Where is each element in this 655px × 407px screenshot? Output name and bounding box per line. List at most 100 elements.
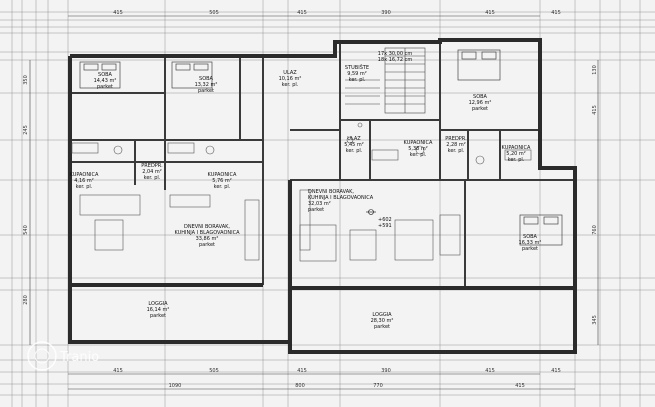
room-label-line: PREDPR. <box>445 136 467 142</box>
dimension-label: 415 <box>113 368 123 374</box>
room-label-line: ker. pl. <box>144 175 161 181</box>
room-label-line: PREDPR. <box>141 163 163 169</box>
room-label-line: 5,76 m² <box>212 178 232 184</box>
room-label-line: LOGGIA <box>372 312 392 318</box>
dimension-lines <box>29 15 599 390</box>
room-label-line: parket <box>198 88 214 94</box>
room-label-line: KUPAONICA <box>404 140 433 146</box>
dimension-label: 415 <box>592 105 598 115</box>
room-label-line: LOGGIA <box>148 301 168 307</box>
partition-walls <box>70 40 575 288</box>
room-label-line: ker. pl. <box>448 148 465 154</box>
room-label-line: 32,03 m² <box>308 201 331 207</box>
room-label-line: ULAZ <box>283 70 297 76</box>
room-label-line: DNEVNI BORAVAK, <box>184 224 230 230</box>
dimension-label: 800 <box>295 383 305 389</box>
room-label-line: 16,14 m² <box>147 307 170 313</box>
room-label-line: KUHINJA I BLAGOVAONICA <box>174 230 240 236</box>
room-label-line: 13,32 m² <box>195 82 218 88</box>
room-label-line: DNEVNI BORAVAK, <box>308 189 354 195</box>
room-label-line: 33,86 m² <box>196 236 219 242</box>
exterior-walls <box>68 38 577 354</box>
room-label-line: 2,28 m² <box>446 142 466 148</box>
room-label-line: 5,20 m² <box>506 151 526 157</box>
room-label-line: SOBA <box>199 76 214 82</box>
room-label-line: ker. pl. <box>282 82 299 88</box>
room-label-line: 28,30 m² <box>371 318 394 324</box>
room-label-line: parket <box>150 313 166 319</box>
room-label-line: ker. pl. <box>346 148 363 154</box>
room-label-line: KUPAONICA <box>70 172 99 178</box>
room-label-line: parket <box>199 242 215 248</box>
level-mark-upper: +602 <box>378 217 392 223</box>
room-label-line: KUPAONICA <box>502 145 531 151</box>
staircase <box>345 47 426 114</box>
dimension-label: 390 <box>381 368 391 374</box>
level-mark: +602 +591 <box>366 209 392 229</box>
dimension-label: 505 <box>209 10 219 16</box>
room-label-line: parket <box>472 106 488 112</box>
dimension-label: 415 <box>485 10 495 16</box>
room-label-line: KUPAONICA <box>208 172 237 178</box>
bathroom-fixtures <box>71 122 532 165</box>
dimension-label: 350 <box>23 75 29 85</box>
watermark-logo-icon <box>27 341 57 371</box>
bed-icons <box>79 49 563 246</box>
dimension-label: 415 <box>551 368 561 374</box>
watermark: Tranio <box>27 341 99 371</box>
dimension-label: 390 <box>381 10 391 16</box>
room-label-line: ker. pl. <box>76 184 93 190</box>
dimension-label: 415 <box>113 10 123 16</box>
room-label-line: ker. pl. <box>410 152 427 158</box>
room-label-line: 9,59 m² <box>347 71 367 77</box>
watermark-text: Tranio <box>59 350 99 365</box>
room-label-line: SOBA <box>473 94 488 100</box>
room-label-line: parket <box>308 207 324 213</box>
room-label-line: parket <box>97 84 113 90</box>
room-label-line: 5,38 m² <box>408 146 428 152</box>
dimension-label: 540 <box>23 225 29 235</box>
room-label-line: ULAZ <box>347 136 361 142</box>
room-label-line: parket <box>522 246 538 252</box>
room-label-line: 14,43 m² <box>94 78 117 84</box>
dimension-label: 1090 <box>169 383 182 389</box>
room-label-line: ker. pl. <box>214 184 231 190</box>
room-label-line: ker. pl. <box>508 157 525 163</box>
dimension-label: 415 <box>551 10 561 16</box>
level-mark-lower: +591 <box>378 223 392 229</box>
living-furniture <box>79 189 461 262</box>
room-label-line: parket <box>374 324 390 330</box>
dimension-label: 760 <box>592 225 598 235</box>
room-label-line: SOBA <box>98 72 113 78</box>
dimension-label: 415 <box>515 383 525 389</box>
dimension-label: 505 <box>209 368 219 374</box>
dimension-label: 415 <box>297 368 307 374</box>
dimension-label: 130 <box>592 65 598 75</box>
dimension-label: 280 <box>23 295 29 305</box>
room-label-line: 10,16 m² <box>279 76 302 82</box>
room-label-line: 2,04 m² <box>142 169 162 175</box>
